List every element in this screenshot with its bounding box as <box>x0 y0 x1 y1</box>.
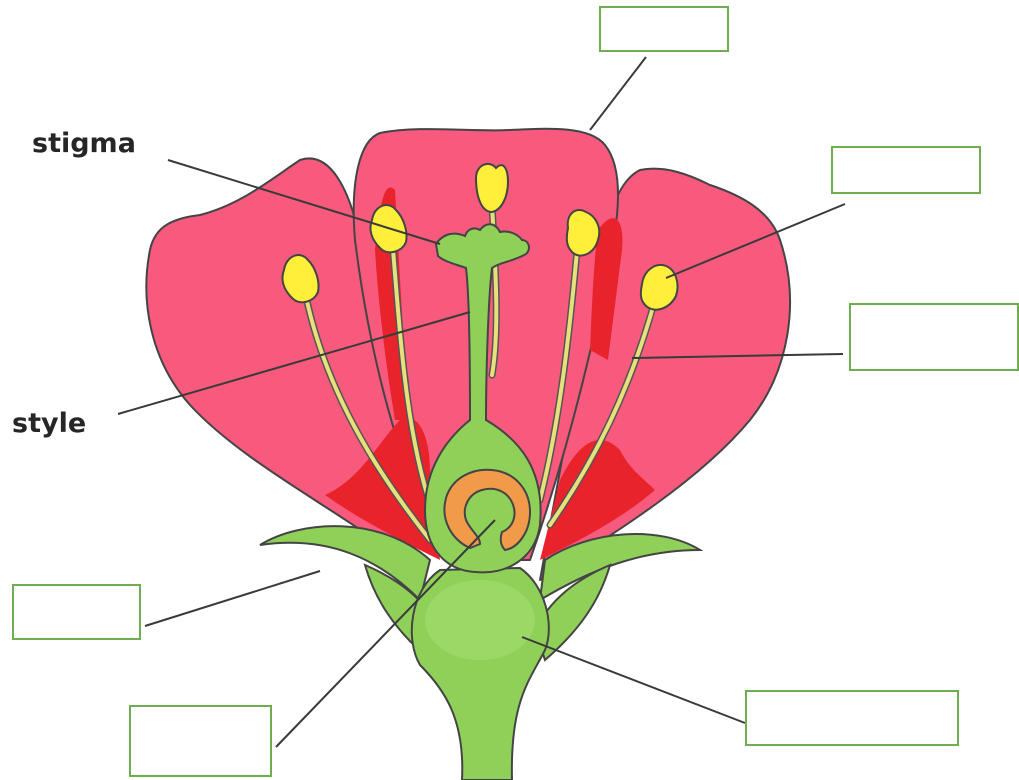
answer-text-receptacle <box>747 692 957 744</box>
receptacle-highlight <box>425 580 535 660</box>
answer-box-filament[interactable] <box>849 303 1019 371</box>
anther-right-outer <box>641 265 678 310</box>
answer-box-ovary[interactable] <box>129 705 272 777</box>
answer-box-sepal[interactable] <box>12 584 141 640</box>
answer-text-sepal <box>14 586 139 638</box>
leader-line-receptacle <box>522 637 745 723</box>
answer-text-petal <box>601 8 727 50</box>
answer-text-anther <box>833 148 979 192</box>
answer-box-receptacle[interactable] <box>745 690 959 746</box>
answer-box-petal[interactable] <box>599 6 729 52</box>
leader-line-sepal <box>145 571 320 626</box>
answer-text-filament <box>851 305 1017 369</box>
anther-right-inner <box>567 210 599 256</box>
answer-box-anther[interactable] <box>831 146 981 194</box>
leader-line-petal <box>590 57 646 130</box>
label-stigma: stigma <box>32 130 136 157</box>
answer-text-ovary <box>131 707 270 775</box>
label-style: style <box>12 410 86 437</box>
